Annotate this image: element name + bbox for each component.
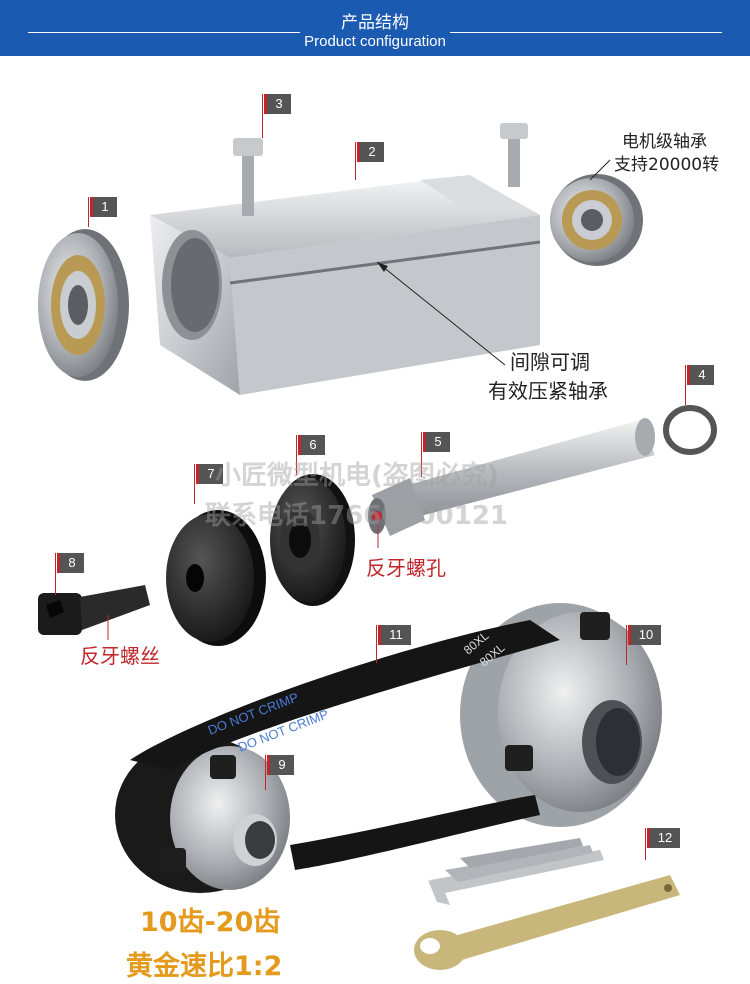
tag-9: 9 (267, 755, 294, 775)
tag-2: 2 (357, 142, 384, 162)
leader-3 (262, 94, 263, 138)
bearing-arrow (589, 159, 611, 181)
leader-6 (296, 435, 297, 475)
tag-8: 8 (57, 553, 84, 573)
leader-4 (685, 365, 686, 405)
screw-top-right (500, 123, 528, 187)
spindle-shaft (368, 418, 655, 536)
bearing-left (38, 229, 129, 381)
note-reverse-hole: 反牙螺孔 (366, 556, 446, 580)
header-divider-left (28, 32, 300, 33)
note-reverse-screw: 反牙螺丝 (80, 644, 160, 668)
tag-3: 3 (264, 94, 291, 114)
header-divider-right (450, 32, 722, 33)
header-title-en: Product configuration (304, 33, 446, 50)
leader-5 (421, 432, 422, 477)
watermark-line-2: 联系电话17660500121 (205, 501, 508, 531)
leader-1 (88, 197, 89, 227)
spacer-disc (166, 510, 266, 646)
tag-7: 7 (196, 464, 223, 484)
bearing-housing (150, 175, 541, 395)
leader-2 (355, 142, 356, 180)
tag-4: 4 (687, 365, 714, 385)
hex-keys (428, 838, 604, 905)
note-teeth: 10齿-20齿 (140, 907, 281, 938)
gap-arrow (376, 261, 506, 366)
tag-1: 1 (90, 197, 117, 217)
note-motor-bearing-2: 支持20000转 (614, 155, 720, 175)
tag-5: 5 (423, 432, 450, 452)
note-ratio: 黄金速比1:2 (126, 951, 283, 982)
leader-11 (376, 625, 377, 663)
section-header: 产品结构 Product configuration (0, 0, 750, 56)
note-gap-1: 间隙可调 (510, 350, 590, 374)
leader-10 (626, 625, 627, 665)
tag-10: 10 (628, 625, 661, 645)
leader-8 (55, 553, 56, 595)
tag-11: 11 (378, 625, 411, 645)
screw-top-left (233, 138, 263, 216)
note-gap-2: 有效压紧轴承 (488, 379, 608, 403)
leader-9 (265, 755, 266, 790)
tag-12: 12 (647, 828, 680, 848)
pulley-large (460, 603, 662, 827)
o-ring (663, 405, 717, 455)
watermark-line-1: 小匠微型机电(盗图必究) (215, 461, 499, 491)
leader-12 (645, 828, 646, 860)
flange-washer (270, 474, 355, 606)
bearing-right (550, 174, 643, 266)
spanner-wrench (414, 875, 680, 970)
leader-7 (194, 464, 195, 504)
header-title-cn: 产品结构 (341, 13, 409, 33)
note-motor-bearing-1: 电机级轴承 (622, 132, 707, 152)
pulley-small (115, 737, 290, 893)
tag-6: 6 (298, 435, 325, 455)
reverse-thread-screw (38, 585, 150, 635)
